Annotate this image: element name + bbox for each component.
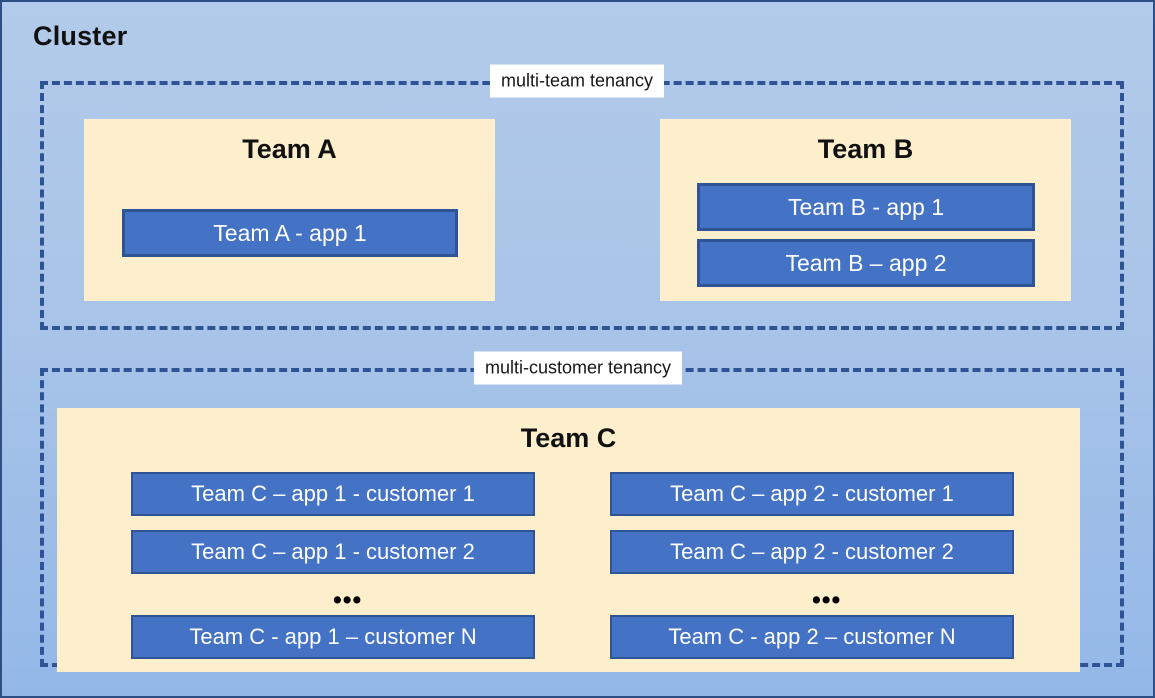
- team-container-team-a: Team A Team A - app 1: [84, 119, 495, 301]
- app-box-team-c-app-2-customer-1[interactable]: Team C – app 2 - customer 1: [610, 472, 1014, 516]
- ellipsis-team-c-app-2: •••: [812, 586, 842, 614]
- app-box-team-a-app-1[interactable]: Team A - app 1: [122, 209, 458, 257]
- team-title-team-b: Team B: [817, 134, 914, 164]
- team-container-team-b: Team B Team B - app 1 Team B – app 2: [660, 119, 1071, 301]
- app-box-team-c-app-2-customer-2[interactable]: Team C – app 2 - customer 2: [610, 530, 1014, 574]
- app-box-team-b-app-2[interactable]: Team B – app 2: [697, 239, 1035, 287]
- tenancy-zone-label-multi-team: multi-team tenancy: [489, 64, 665, 98]
- ellipsis-team-c-app-1: •••: [333, 586, 363, 614]
- team-title-team-a: Team A: [242, 134, 337, 164]
- app-box-team-b-app-1[interactable]: Team B - app 1: [697, 183, 1035, 231]
- app-box-team-c-app-2-customer-n[interactable]: Team C - app 2 – customer N: [610, 615, 1014, 659]
- tenancy-zone-label-multi-customer: multi-customer tenancy: [473, 351, 683, 385]
- cluster-title: Cluster: [33, 21, 128, 51]
- app-box-team-c-app-1-customer-2[interactable]: Team C – app 1 - customer 2: [131, 530, 535, 574]
- app-box-team-c-app-1-customer-n[interactable]: Team C - app 1 – customer N: [131, 615, 535, 659]
- app-box-team-c-app-1-customer-1[interactable]: Team C – app 1 - customer 1: [131, 472, 535, 516]
- team-title-team-c: Team C: [520, 423, 617, 453]
- team-container-team-c: Team C Team C – app 1 - customer 1 Team …: [57, 408, 1080, 672]
